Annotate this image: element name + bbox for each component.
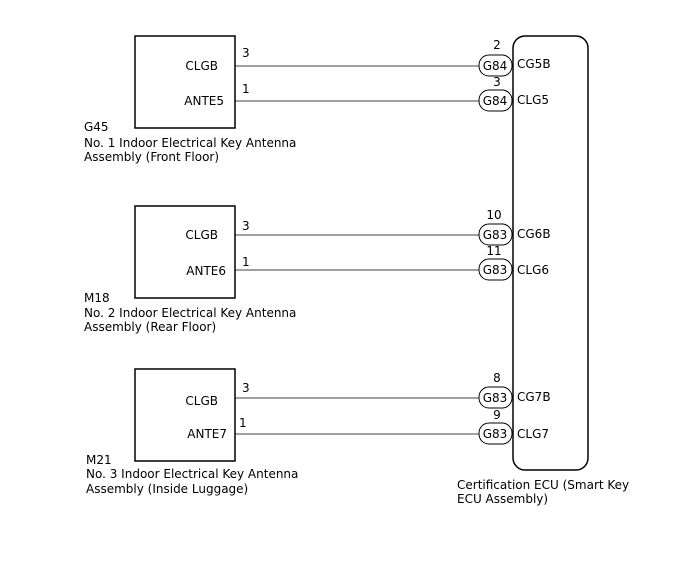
antenna-3-name-line1: No. 3 Indoor Electrical Key Antenna (86, 467, 298, 481)
ecu-terminal-2b: CLG6 (517, 263, 549, 277)
antenna-3-name-line2: Assembly (Inside Luggage) (86, 482, 248, 496)
antenna-2-pin-b-number: 1 (242, 255, 250, 269)
connector-3b (478, 422, 513, 445)
antenna-2-pin-a-number: 3 (242, 219, 250, 233)
connector-2a (478, 223, 513, 246)
connector-3a-label: G83 (483, 391, 508, 405)
antenna-2-pin-a-label: CLGB (185, 228, 218, 242)
antenna-3-code: M21 (86, 453, 112, 467)
antenna-box-1 (134, 35, 236, 129)
connector-1a-label: G84 (483, 59, 508, 73)
ecu-box (512, 35, 589, 471)
antenna-assembly-3: CLGB ANTE7 M21 No. 3 Indoor Electrical K… (86, 368, 551, 496)
ecu-terminal-3a: CG7B (517, 390, 551, 404)
antenna-3-pin-a-label: CLGB (185, 394, 218, 408)
connector-3b-label: G83 (483, 427, 508, 441)
ecu-pin-number-1a: 2 (493, 38, 501, 52)
antenna-1-pin-a-label: CLGB (185, 59, 218, 73)
antenna-1-code: G45 (84, 120, 109, 134)
antenna-2-pin-b-label: ANTE6 (186, 264, 226, 278)
connector-2b (478, 258, 513, 281)
antenna-assembly-1: CLGB ANTE5 G45 No. 1 Indoor Electrical K… (84, 35, 551, 164)
antenna-2-name-line1: No. 2 Indoor Electrical Key Antenna (84, 306, 296, 320)
antenna-2-code: M18 (84, 291, 110, 305)
antenna-3-pin-b-number: 1 (239, 416, 247, 430)
ecu-pin-number-3a: 8 (493, 371, 501, 385)
antenna-box-3 (134, 368, 236, 462)
connector-1b-label: G84 (483, 94, 508, 108)
antenna-1-pin-b-label: ANTE5 (184, 94, 224, 108)
antenna-1-pin-b-number: 1 (242, 82, 250, 96)
ecu-name-line2: ECU Assembly) (457, 492, 548, 506)
ecu-terminal-3b: CLG7 (517, 427, 549, 441)
connector-3a (478, 386, 513, 409)
ecu-pin-number-3b: 9 (493, 408, 501, 422)
antenna-1-name-line1: No. 1 Indoor Electrical Key Antenna (84, 136, 296, 150)
antenna-box-2 (134, 205, 236, 299)
connector-2a-label: G83 (483, 228, 508, 242)
ecu-name-line1: Certification ECU (Smart Key (457, 478, 629, 492)
ecu-terminal-1b: CLG5 (517, 93, 549, 107)
ecu-terminal-2a: CG6B (517, 227, 551, 241)
antenna-3-pin-a-number: 3 (242, 381, 250, 395)
antenna-1-pin-a-number: 3 (242, 46, 250, 60)
ecu-pin-number-1b: 3 (493, 75, 501, 89)
ecu-terminal-1a: CG5B (517, 57, 551, 71)
antenna-3-pin-b-label: ANTE7 (187, 427, 227, 441)
antenna-assembly-2: CLGB ANTE6 M18 No. 2 Indoor Electrical K… (84, 205, 551, 334)
ecu-pin-number-2b: 11 (486, 244, 501, 258)
connector-1b (478, 89, 513, 112)
antenna-2-name-line2: Assembly (Rear Floor) (84, 320, 216, 334)
antenna-1-name-line2: Assembly (Front Floor) (84, 150, 219, 164)
connector-2b-label: G83 (483, 263, 508, 277)
ecu-pin-number-2a: 10 (486, 208, 501, 222)
connector-1a (478, 54, 513, 77)
